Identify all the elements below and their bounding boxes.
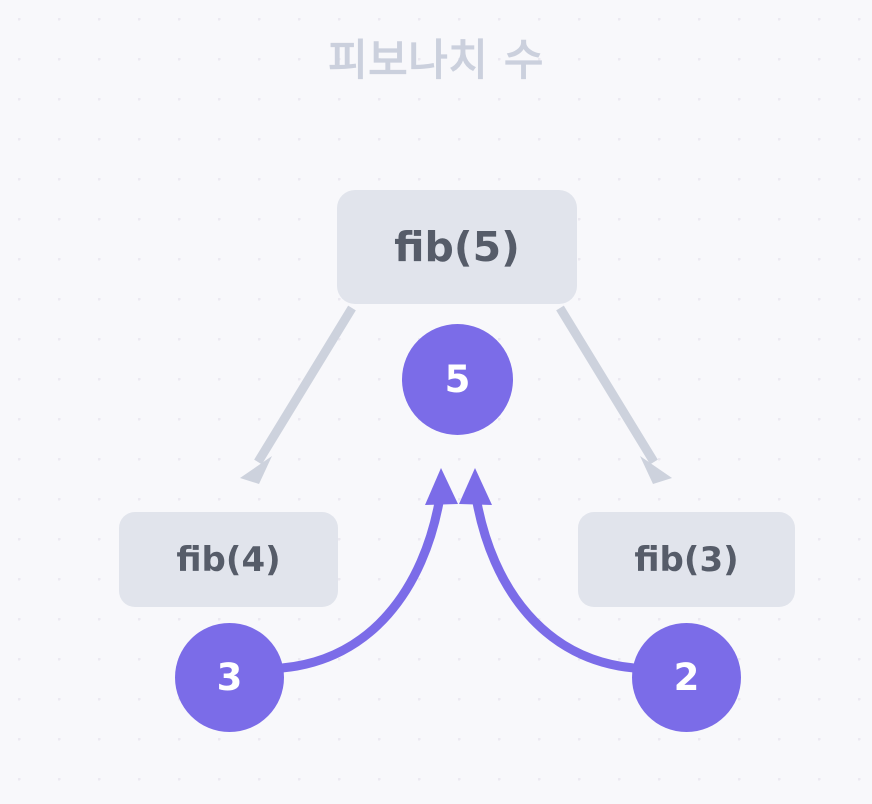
value-circle-right[interactable]: 2 <box>632 623 741 732</box>
value-circle-left[interactable]: 3 <box>175 623 284 732</box>
call-box-fib3[interactable]: fib(3) <box>578 512 795 607</box>
call-arrow-left <box>240 305 356 484</box>
value-circle-root[interactable]: 5 <box>402 324 513 435</box>
call-box-fib4[interactable]: fib(4) <box>119 512 338 607</box>
page-title: 피보나치 수 <box>328 36 544 86</box>
call-box-fib5[interactable]: fib(5) <box>337 190 577 304</box>
call-arrow-right <box>556 305 672 484</box>
